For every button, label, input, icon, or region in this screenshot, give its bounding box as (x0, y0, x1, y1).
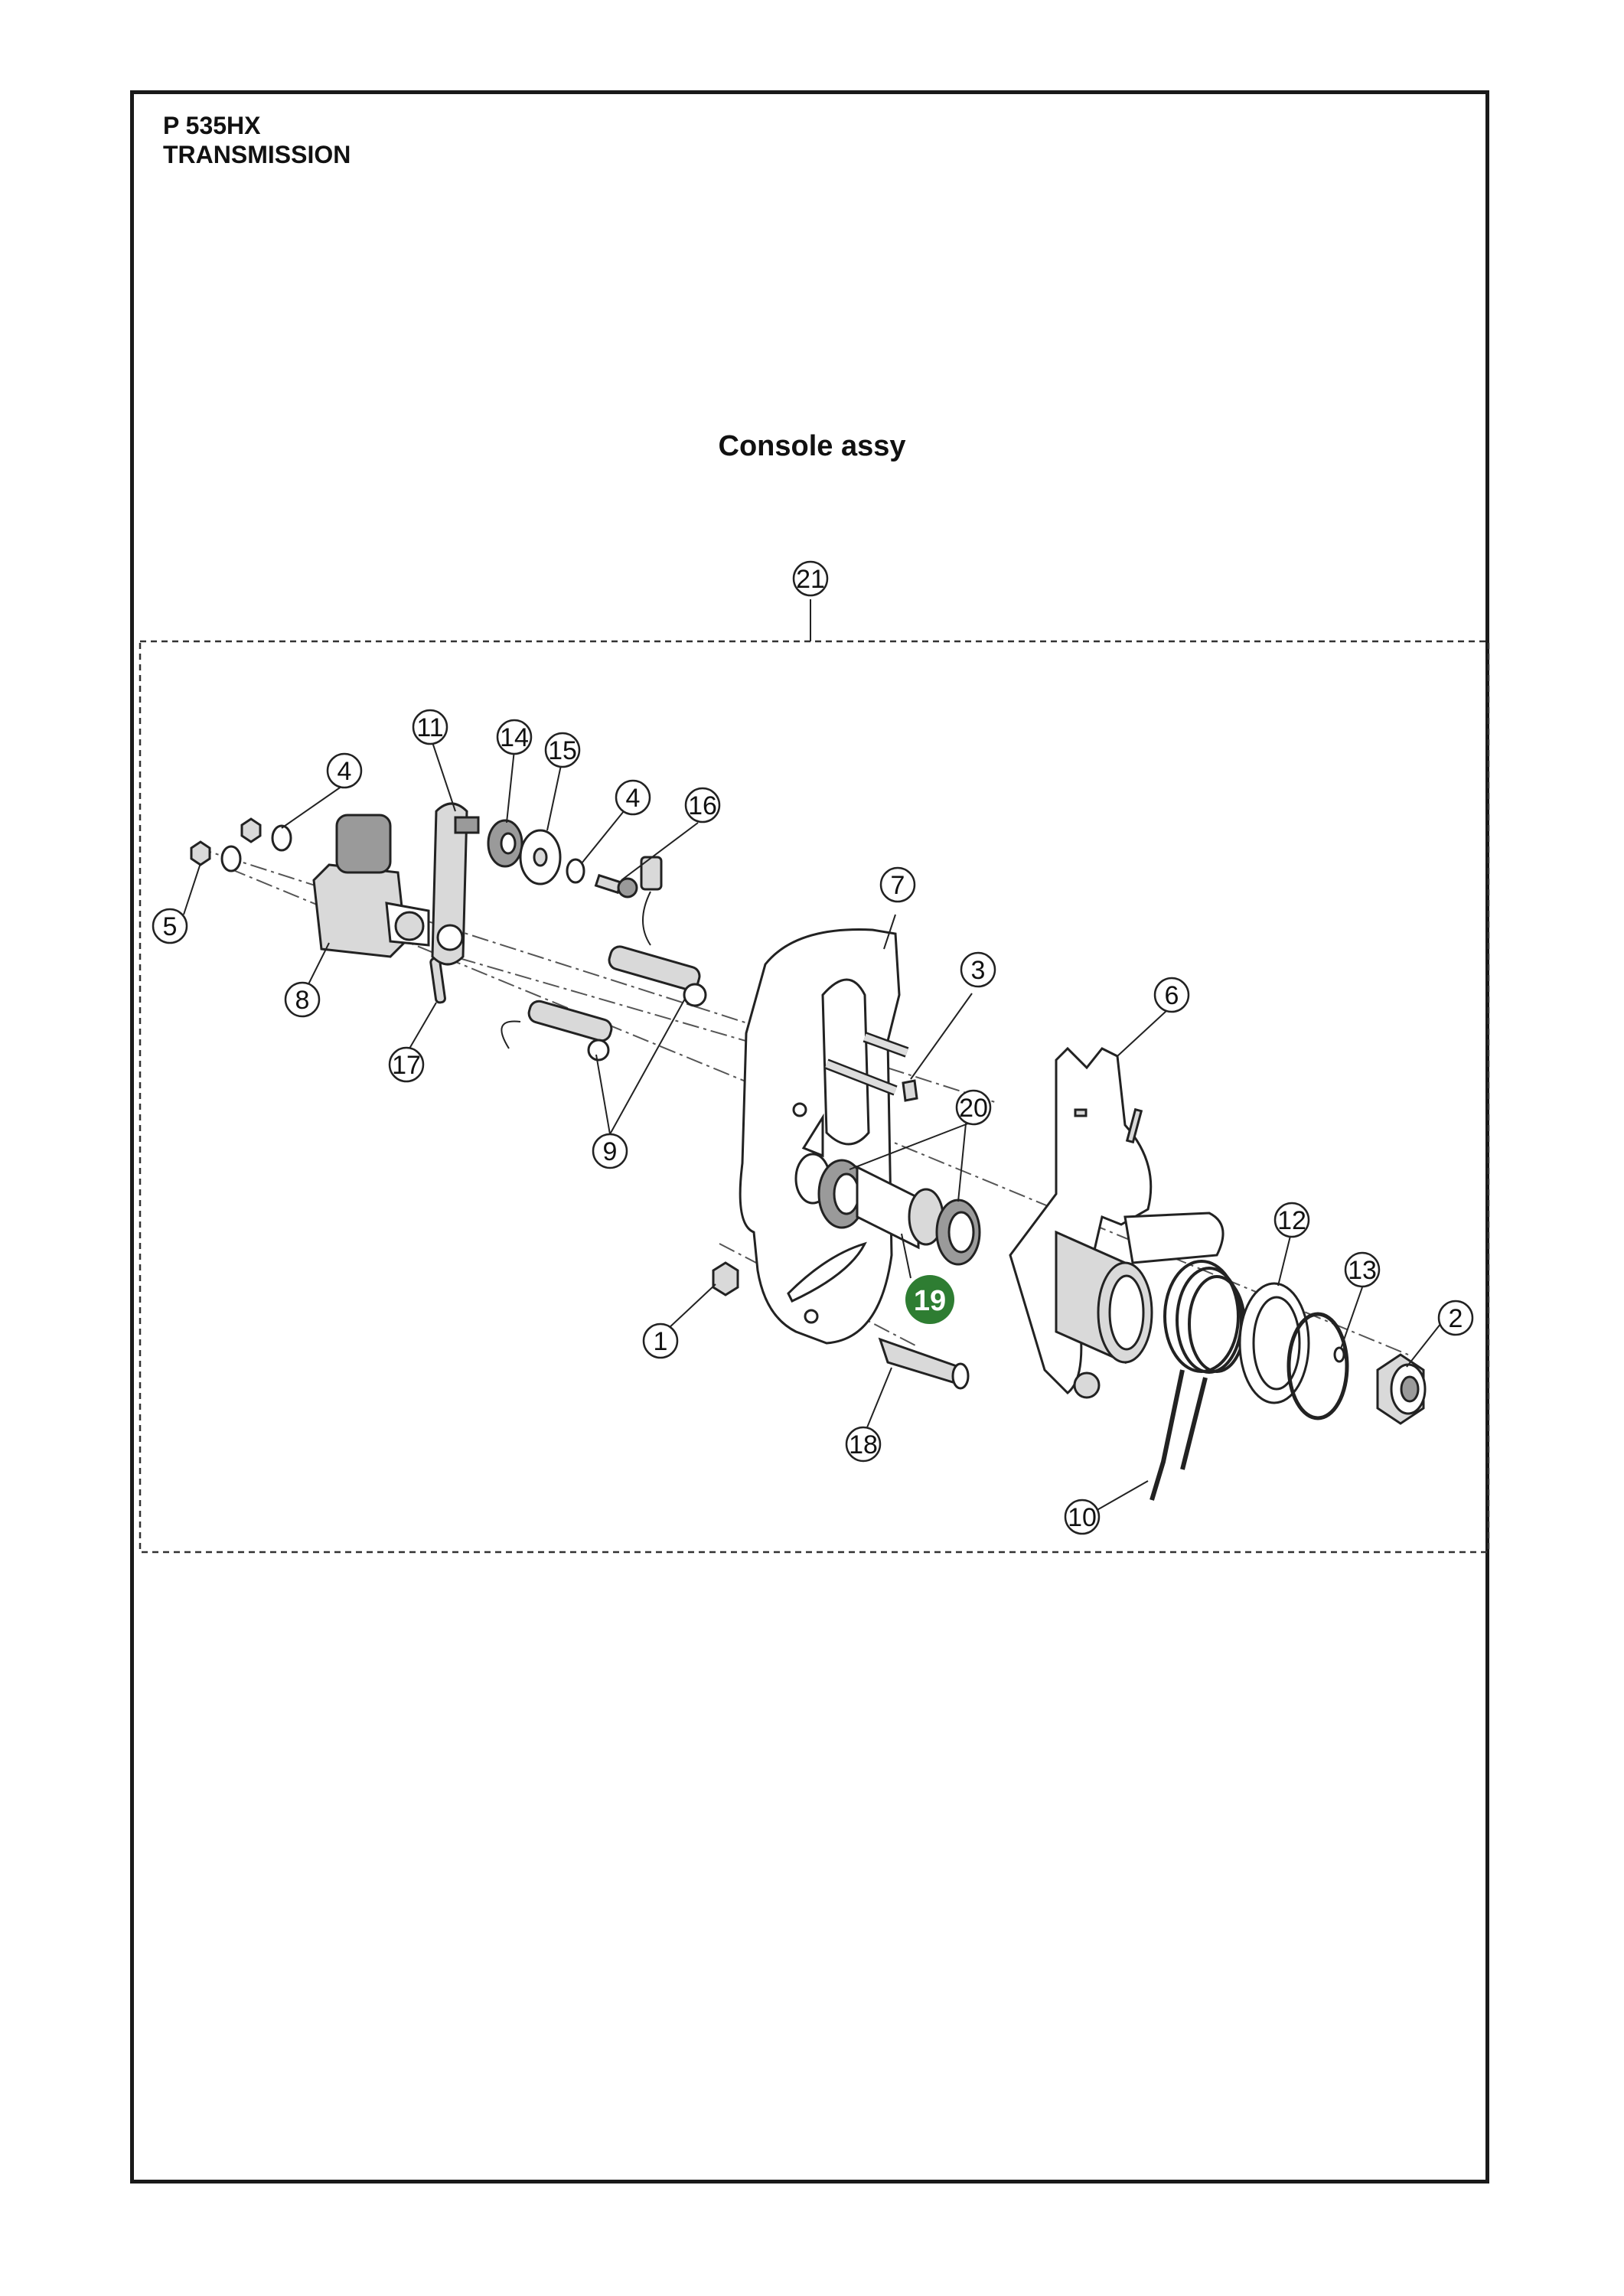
callout-5: 5 (152, 908, 188, 944)
part-9-switch-upper (608, 945, 707, 1007)
callout-19-highlighted[interactable]: 19 (905, 1275, 954, 1324)
part-4-nut-upper (240, 817, 292, 852)
page-frame (130, 90, 1489, 2183)
callout-15: 15 (544, 732, 581, 768)
part-10-spring (1150, 1260, 1246, 1501)
callout-3: 3 (960, 951, 996, 988)
callout-1: 1 (642, 1322, 679, 1359)
part-14-bushing (487, 819, 523, 868)
axis-nut (719, 1243, 919, 1348)
callout-12: 12 (1273, 1202, 1310, 1238)
svg-text:4: 4 (338, 757, 352, 786)
svg-text:15: 15 (548, 736, 577, 765)
callout-9: 9 (592, 1133, 628, 1169)
part-5-nut (190, 840, 242, 872)
part-11-lever (431, 802, 480, 966)
part-7-console-plate (739, 928, 901, 1345)
part-13-circlip (1286, 1312, 1349, 1420)
svg-text:19: 19 (914, 1285, 946, 1317)
svg-text:8: 8 (295, 986, 310, 1015)
callout-6: 6 (1153, 977, 1190, 1013)
svg-text:18: 18 (849, 1430, 878, 1459)
callout-4-lower: 4 (615, 779, 651, 816)
axis-lower (229, 868, 1409, 1355)
svg-text:21: 21 (796, 565, 825, 594)
part-3-bolts (824, 1032, 918, 1102)
svg-text:10: 10 (1068, 1503, 1097, 1532)
callout-10: 10 (1064, 1499, 1101, 1535)
leader-lines (183, 742, 1447, 1512)
svg-text:12: 12 (1277, 1206, 1306, 1235)
part-18-stud (878, 1337, 970, 1390)
assembly-group-box (139, 640, 1490, 1554)
svg-text:9: 9 (603, 1137, 618, 1166)
callout-21: 21 (792, 560, 829, 597)
part-12-washer (1238, 1282, 1310, 1404)
svg-text:7: 7 (891, 871, 905, 900)
callout-16: 16 (684, 787, 721, 823)
diagram-title: Console assy (718, 430, 906, 462)
svg-text:2: 2 (1449, 1304, 1463, 1333)
callout-17: 17 (388, 1046, 425, 1083)
part-switch-connector (640, 856, 663, 946)
callout-11: 11 (412, 709, 448, 745)
svg-text:11: 11 (416, 713, 443, 742)
callout-14: 14 (496, 719, 533, 755)
svg-text:4: 4 (626, 784, 641, 813)
svg-text:14: 14 (500, 723, 529, 752)
callout-13: 13 (1344, 1251, 1381, 1288)
part-8-selector-block (312, 814, 430, 958)
part-19-shaft (856, 1165, 920, 1250)
section-label: TRANSMISSION (163, 141, 351, 168)
callout-8: 8 (284, 981, 321, 1018)
model-label: P 535HX (163, 112, 261, 139)
svg-text:1: 1 (654, 1327, 668, 1356)
part-1-nut (712, 1261, 739, 1296)
part-2-nut (1376, 1353, 1427, 1425)
callout-18: 18 (845, 1426, 882, 1463)
svg-text:20: 20 (959, 1094, 988, 1123)
part-6-pedal-lever (1009, 1046, 1225, 1395)
svg-text:6: 6 (1165, 981, 1179, 1010)
part-4-washer (566, 858, 585, 884)
callout-4-upper: 4 (326, 752, 363, 789)
part-20-bushing-right (908, 1188, 981, 1266)
svg-text:17: 17 (392, 1051, 421, 1080)
axis-mid (458, 957, 858, 1074)
callout-7: 7 (879, 866, 916, 903)
svg-text:5: 5 (163, 912, 178, 941)
svg-text:3: 3 (971, 956, 986, 985)
callout-20: 20 (955, 1089, 992, 1126)
svg-text:16: 16 (688, 791, 717, 820)
part-9-switch-lower (501, 1000, 613, 1062)
svg-text:13: 13 (1348, 1256, 1377, 1285)
part-hub (1055, 1230, 1153, 1399)
part-16-screw (594, 873, 638, 899)
part-15-washer (519, 829, 562, 885)
callout-2: 2 (1437, 1300, 1474, 1336)
